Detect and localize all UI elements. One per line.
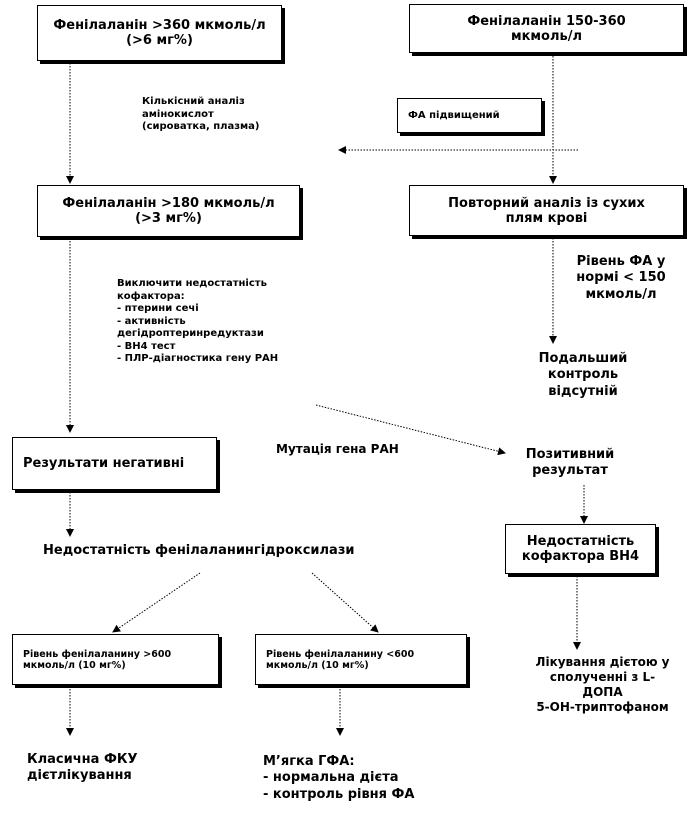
box-phe-gt600: Рівень фенілаланину >600 мкмоль/л (10 мг… [12, 634, 219, 685]
quant-analysis-label: Кількісний аналіз амінокислот (сироватка… [142, 96, 260, 132]
exclude-cofactor-label: Виключити недостатність кофактора: - пте… [117, 278, 279, 364]
results-negative-text: Результати негативні [23, 456, 185, 471]
bh4-deficiency-text: Недостатність кофактора ВН4 [521, 534, 640, 564]
phe-gt180-text: Фенілаланін >180 мкмоль/л (>3 мг%) [62, 196, 275, 226]
fa-normal-label: Рівень ФА у нормі < 150 мкмоль/л [576, 254, 666, 302]
positive-result-label: Позитивний результат [525, 447, 615, 479]
arrow-exclude-to-positive [315, 404, 506, 456]
pah-deficiency-label: Недостатність фенілаланингідроксилази [43, 543, 355, 558]
box-repeat-analysis: Повторний аналіз із сухих плям крові [409, 185, 684, 236]
mild-hpa-label: М’ягка ГФА: - нормальна дієта - контроль… [263, 754, 415, 802]
repeat-analysis-text: Повторний аналіз із сухих плям крові [448, 195, 645, 226]
box-phe-150-360: Фенілаланін 150-360 мкмоль/л [409, 4, 684, 53]
classic-pku-label: Класична ФКУ дієтлікування [27, 752, 138, 784]
box-fa-elevated: ФА підвищений [397, 98, 542, 133]
phe-gt600-text: Рівень фенілаланину >600 мкмоль/л (10 мг… [23, 648, 172, 671]
diet-ldopa-label: Лікування дієтою у сполученні з L- ДОПА … [535, 655, 670, 714]
arrow-pah-to-lt600 [311, 572, 379, 633]
no-further-control-label: Подальший контроль відсутній [538, 351, 628, 399]
phe-gt360-text: Фенілаланін >360 мкмоль/л (>6 мг%) [53, 18, 266, 48]
phe-150-360-text: Фенілаланін 150-360 мкмоль/л [467, 13, 626, 44]
box-phe-gt360: Фенілаланін >360 мкмоль/л (>6 мг%) [37, 5, 282, 61]
phe-lt600-text: Рівень фенілаланину <600 мкмоль/л (10 мг… [266, 648, 415, 671]
box-bh4-deficiency: Недостатність кофактора ВН4 [505, 524, 656, 574]
box-results-negative: Результати негативні [12, 437, 217, 490]
box-phe-gt180: Фенілаланін >180 мкмоль/л (>3 мг%) [37, 185, 300, 237]
mutation-pah-label: Мутація гена РАН [276, 442, 399, 456]
box-phe-lt600: Рівень фенілаланину <600 мкмоль/л (10 мг… [255, 634, 467, 685]
fa-elevated-text: ФА підвищений [408, 110, 500, 121]
arrow-pah-to-gt600 [112, 572, 201, 633]
